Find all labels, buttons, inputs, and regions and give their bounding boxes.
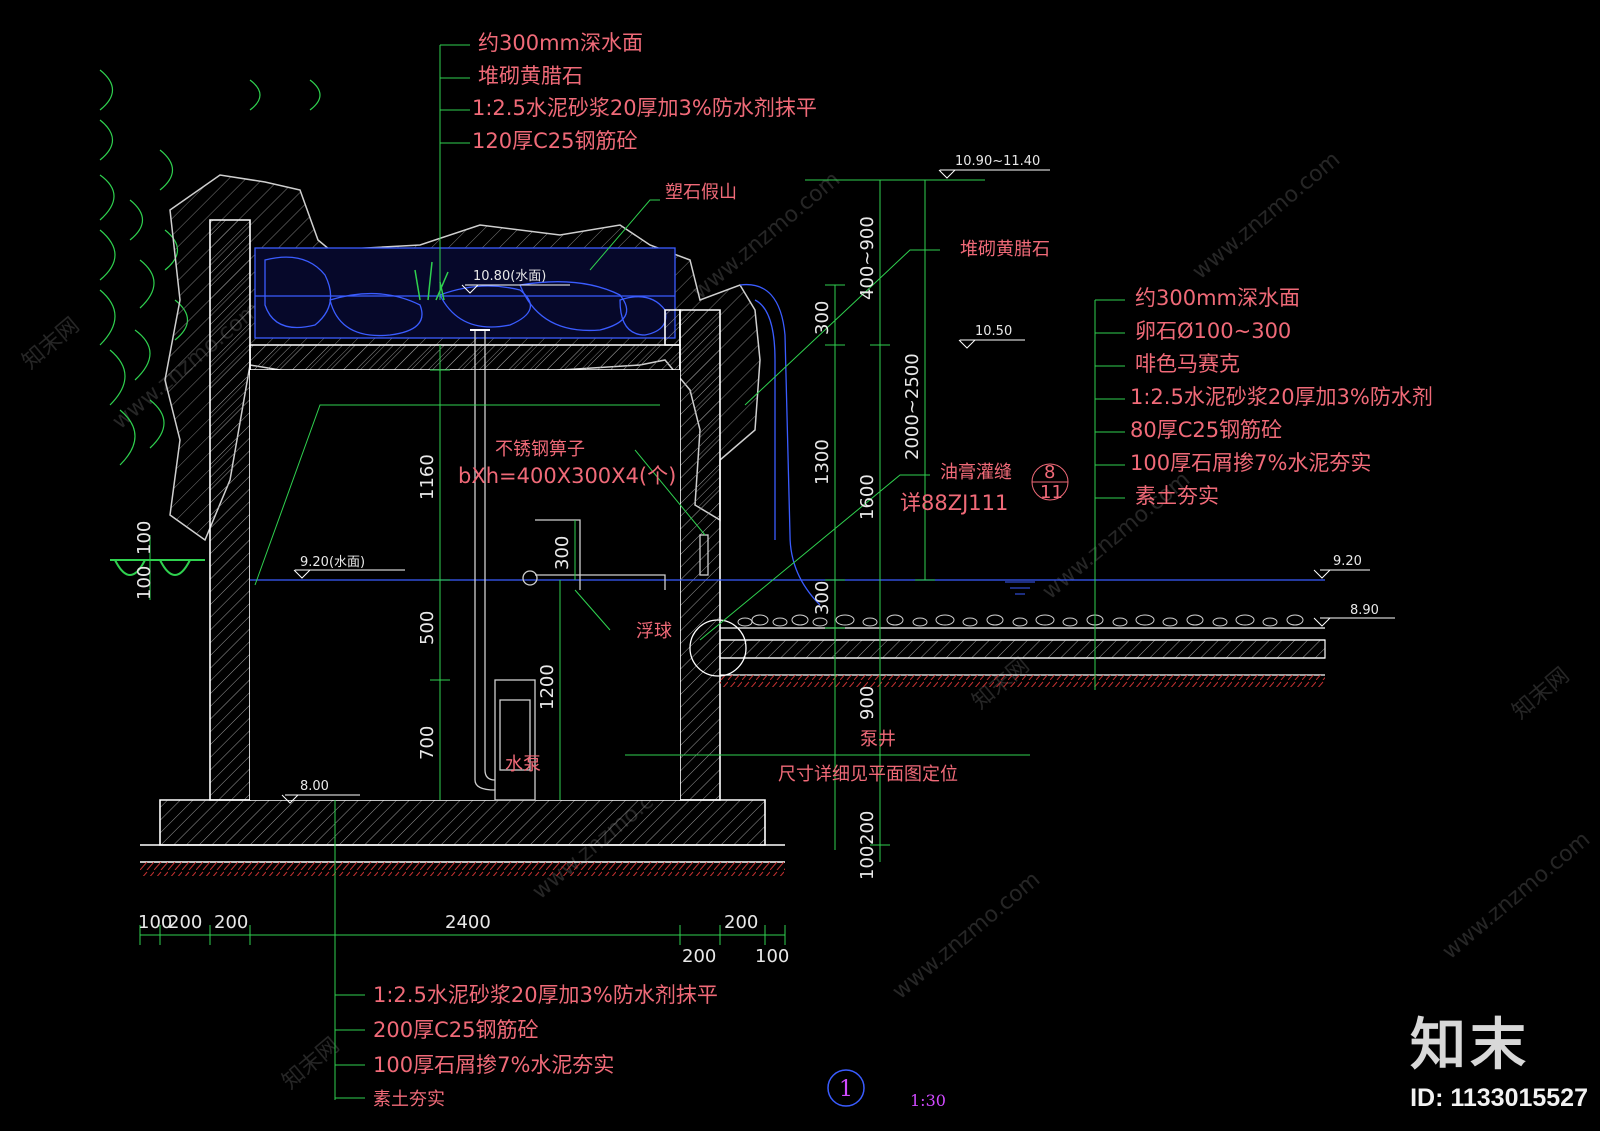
bottom-callout-line4: 素土夯实	[373, 1089, 445, 1110]
elevation-water-low: 9.20(水面)	[300, 555, 365, 570]
dim-100-bottom: 100	[857, 846, 878, 880]
watermark-site: www.znzmo.com	[1438, 827, 1595, 965]
joint-detail-circle	[689, 619, 747, 677]
top-callout-line3: 1:2.5水泥砂浆20厚加3%防水剂抹平	[472, 96, 817, 120]
dim-h-200-a: 200	[168, 912, 202, 933]
elevation-markers	[281, 169, 1395, 804]
upper-pond-stones	[254, 247, 676, 339]
dim-300-top: 300	[812, 301, 833, 335]
float-ball-label: 浮球	[636, 621, 672, 642]
right-callout-line4: 1:2.5水泥砂浆20厚加3%防水剂	[1130, 385, 1433, 409]
dim-2000-2500: 2000~2500	[902, 353, 923, 460]
dim-500: 500	[417, 611, 438, 645]
waterfall	[739, 283, 821, 606]
dim-400-900: 400~900	[857, 216, 878, 300]
document-id: ID: 1133015527	[1410, 1084, 1588, 1112]
right-callout-line2: 卵石Ø100~300	[1135, 319, 1291, 343]
dim-100-left-b: 100	[134, 566, 155, 600]
dim-100-left-a: 100	[134, 521, 155, 555]
top-callout-line1: 约300mm深水面	[478, 31, 643, 55]
pump-assembly	[474, 330, 709, 801]
screen-label-line2: bXh=400X300X4(个)	[458, 464, 676, 488]
dim-1160: 1160	[417, 454, 438, 500]
brand-logo: 知末	[1410, 1013, 1530, 1078]
rockery-label: 塑石假山	[665, 182, 737, 203]
stacked-stone-label: 堆砌黄腊石	[960, 239, 1050, 260]
elevation-water-top: 10.80(水面)	[473, 269, 546, 284]
drawing-number-circle	[827, 1069, 865, 1107]
pebble-layer	[737, 614, 1304, 627]
elevation-right-920: 9.20	[1333, 554, 1362, 569]
pump-well-label: 泵井	[860, 729, 896, 750]
watermark-site: www.znzmo.com	[888, 867, 1045, 1005]
dim-1200: 1200	[537, 664, 558, 710]
joint-ref-bottom: 11	[1040, 482, 1063, 503]
pump-well-note: 尺寸详细见平面图定位	[778, 764, 958, 785]
ground-marker	[110, 559, 205, 576]
dim-h-2400: 2400	[445, 912, 491, 933]
bottom-callout-line2: 200厚C25钢筋砼	[373, 1018, 538, 1042]
bottom-callout-line1: 1:2.5水泥砂浆20厚加3%防水剂抹平	[373, 983, 718, 1007]
elevation-1050: 10.50	[975, 324, 1012, 339]
water-symbol	[1005, 581, 1035, 595]
dim-1300: 1300	[812, 439, 833, 485]
concrete-structure	[159, 219, 766, 846]
right-callout-line3: 啡色马赛克	[1135, 352, 1240, 376]
dim-h-200-b: 200	[214, 912, 248, 933]
top-callout-line4: 120厚C25钢筋砼	[472, 129, 637, 153]
watermark-site: www.znzmo.com	[1188, 147, 1345, 285]
drawing-scale: 1:30	[910, 1091, 946, 1110]
elevation-top-range: 10.90~11.40	[955, 154, 1040, 169]
joint-label-line2: 详88ZJ111	[900, 491, 1008, 515]
dim-200: 200	[857, 811, 878, 845]
pump-well-interior	[250, 370, 680, 800]
dim-h-200-c: 200	[682, 946, 716, 967]
right-callout-line7: 素土夯实	[1135, 484, 1219, 508]
soil-below-pool	[720, 675, 1325, 687]
watermark-brand-cn: 知末网	[18, 313, 85, 375]
right-callout-line5: 80厚C25钢筋砼	[1130, 418, 1282, 442]
joint-label-line1: 油膏灌缝	[940, 461, 1012, 483]
dim-h-100-right: 100	[755, 946, 789, 967]
bottom-callout-line3: 100厚石屑掺7%水泥夯实	[373, 1053, 614, 1077]
grass-tuft	[414, 261, 449, 301]
dim-300-low: 300	[812, 581, 833, 615]
dim-h-100-left: 100	[138, 912, 172, 933]
dim-900: 900	[857, 686, 878, 720]
elevation-right-890: 8.90	[1350, 603, 1379, 618]
dim-1600: 1600	[857, 474, 878, 520]
joint-ref-top: 8	[1044, 462, 1055, 483]
right-callout-line1: 约300mm深水面	[1135, 286, 1300, 310]
watermark-brand-cn: 知末网	[1508, 663, 1575, 725]
right-callout-line6: 100厚石屑掺7%水泥夯实	[1130, 451, 1371, 475]
dim-h-200-d: 200	[724, 912, 758, 933]
drawing-number: 1	[839, 1077, 853, 1102]
pool-floor-layers	[719, 627, 1326, 676]
dim-700: 700	[417, 726, 438, 760]
top-callout-line2: 堆砌黄腊石	[478, 64, 583, 88]
soil-below-base	[140, 862, 785, 876]
leader-lines	[254, 44, 1125, 1100]
dimension-lines	[139, 179, 985, 945]
watermark-brand-cn: 知末网	[278, 1033, 345, 1095]
pump-label: 水泵	[505, 754, 541, 775]
elevation-floor: 8.00	[300, 779, 329, 794]
dim-300-mid: 300	[552, 536, 573, 570]
screen-label-line1: 不锈钢箅子	[495, 439, 585, 460]
